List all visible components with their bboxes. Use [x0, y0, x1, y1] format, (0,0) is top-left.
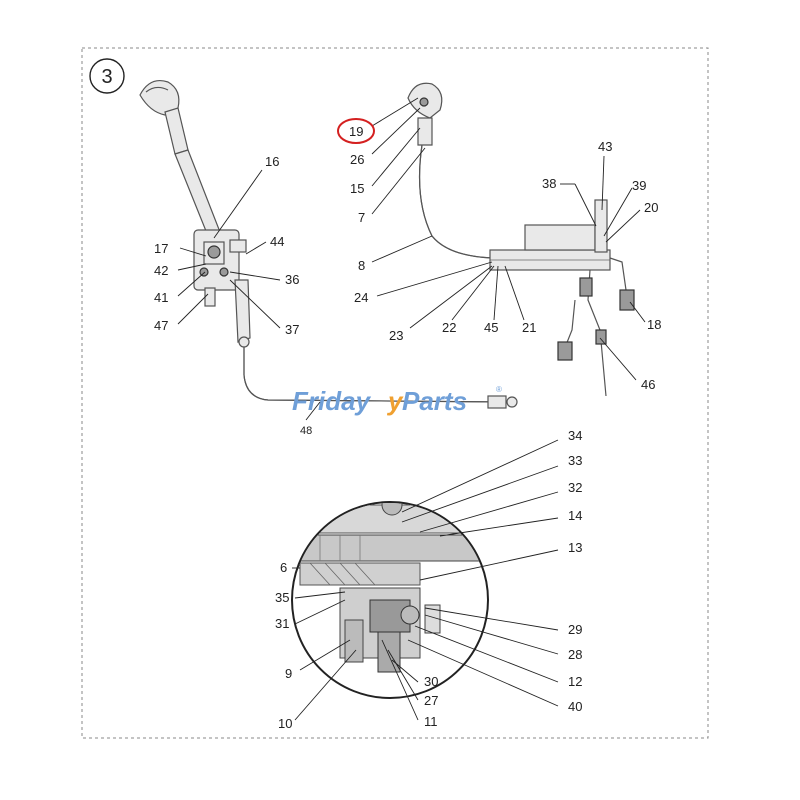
callout-42: 42	[154, 263, 168, 278]
callout-34: 34	[568, 428, 582, 443]
callout-46: 46	[641, 377, 655, 392]
callout-26: 26	[350, 152, 364, 167]
figure-number-circle	[89, 58, 125, 94]
callout-8: 8	[358, 258, 365, 273]
svg-text:®: ®	[496, 385, 502, 394]
callout-21: 21	[522, 320, 536, 335]
callout-33: 33	[568, 453, 582, 468]
callout-23: 23	[389, 328, 403, 343]
callout-16: 16	[265, 154, 279, 169]
detail-view	[291, 501, 489, 699]
callout-12: 12	[568, 674, 582, 689]
callout-38: 38	[542, 176, 556, 191]
callout-17: 17	[154, 241, 168, 256]
highlight-circle	[337, 118, 375, 144]
callout-32: 32	[568, 480, 582, 495]
callout-35: 35	[275, 590, 289, 605]
svg-text:Friday: Friday	[292, 386, 372, 416]
left-shifter-assembly	[139, 79, 518, 409]
callout-29: 29	[568, 622, 582, 637]
callout-39: 39	[632, 178, 646, 193]
callout-43: 43	[598, 139, 612, 154]
svg-text:Parts: Parts	[402, 386, 467, 416]
callout-11: 11	[424, 714, 438, 729]
right-shifter-assembly	[407, 82, 635, 397]
callout-19: 19	[349, 124, 363, 139]
callout-18: 18	[647, 317, 661, 332]
callout-9: 9	[285, 666, 292, 681]
callout-37: 37	[285, 322, 299, 337]
callout-28: 28	[568, 647, 582, 662]
callout-10: 10	[278, 716, 292, 731]
callout-36: 36	[285, 272, 299, 287]
callout-6: 6	[280, 560, 287, 575]
callout-41: 41	[154, 290, 168, 305]
callout-27: 27	[424, 693, 438, 708]
figure-border	[81, 47, 709, 739]
callout-44: 44	[270, 234, 284, 249]
callout-24: 24	[354, 290, 368, 305]
callout-13: 13	[568, 540, 582, 555]
callout-20: 20	[644, 200, 658, 215]
callout-labels: 19 26 15 7 8 24 23 22 45 21 43 38 39 20 …	[154, 124, 661, 731]
callout-15: 15	[350, 181, 364, 196]
watermark: Friday y Parts ®	[292, 385, 502, 416]
callout-45: 45	[484, 320, 498, 335]
svg-text:y: y	[386, 386, 404, 416]
callout-31: 31	[275, 616, 289, 631]
figure-number: 3	[101, 66, 112, 88]
callout-30: 30	[424, 674, 438, 689]
callout-40: 40	[568, 699, 582, 714]
callout-22: 22	[442, 320, 456, 335]
leader-lines	[177, 97, 646, 721]
callout-47: 47	[154, 318, 168, 333]
callout-14: 14	[568, 508, 582, 523]
callout-7: 7	[358, 210, 365, 225]
callout-48: 48	[300, 425, 312, 437]
